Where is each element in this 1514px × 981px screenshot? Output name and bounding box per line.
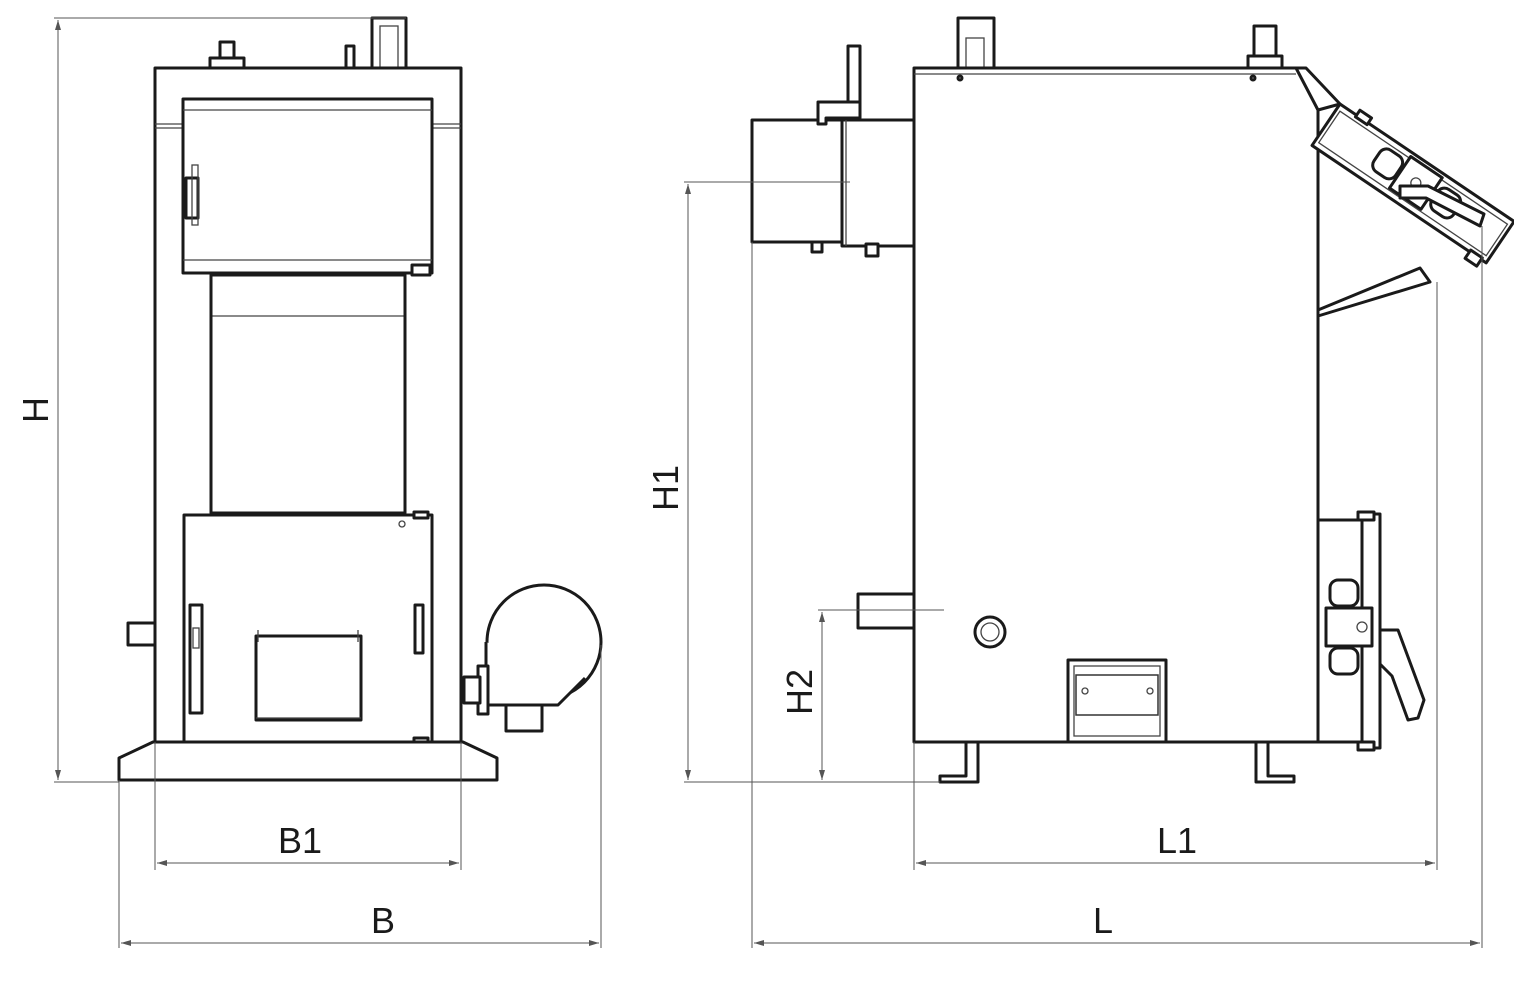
side-body (912, 66, 1320, 744)
front-foot (938, 740, 980, 784)
ash-door-left-handle-icon (188, 603, 204, 715)
side-top-fittings (956, 16, 1284, 70)
label-B: B (371, 900, 395, 941)
middle-panel (209, 273, 407, 515)
dimension-labels: H B1 B H1 H2 L1 L (15, 397, 1197, 941)
side-return-pipe (856, 592, 916, 630)
top-pipe-fittings (208, 16, 408, 70)
label-L1: L1 (1157, 820, 1197, 861)
side-lower-door (1316, 510, 1426, 752)
upper-door-lever-icon (1398, 184, 1486, 228)
label-H2: H2 (779, 669, 820, 715)
front-view (117, 16, 603, 782)
label-H1: H1 (645, 465, 686, 511)
inspection-window (254, 634, 363, 722)
dimension-lines (54, 17, 1483, 948)
blower-fan (462, 583, 603, 733)
label-H: H (15, 397, 56, 423)
return-pipe-left (126, 621, 157, 647)
side-upper-door (1310, 102, 1514, 268)
lower-ash-door (182, 510, 434, 747)
label-B1: B1 (278, 820, 322, 861)
cleaning-hatch (1066, 658, 1168, 744)
rear-foot (1254, 740, 1296, 784)
side-view (750, 16, 1514, 784)
ash-door-right-handle-icon (413, 603, 425, 655)
lower-door-lever-icon (1378, 628, 1426, 722)
label-L: L (1093, 900, 1113, 941)
front-base-plinth (117, 740, 499, 782)
sight-port-icon (973, 615, 1007, 649)
upper-loading-door (181, 97, 434, 277)
flue-outlet (750, 44, 916, 258)
